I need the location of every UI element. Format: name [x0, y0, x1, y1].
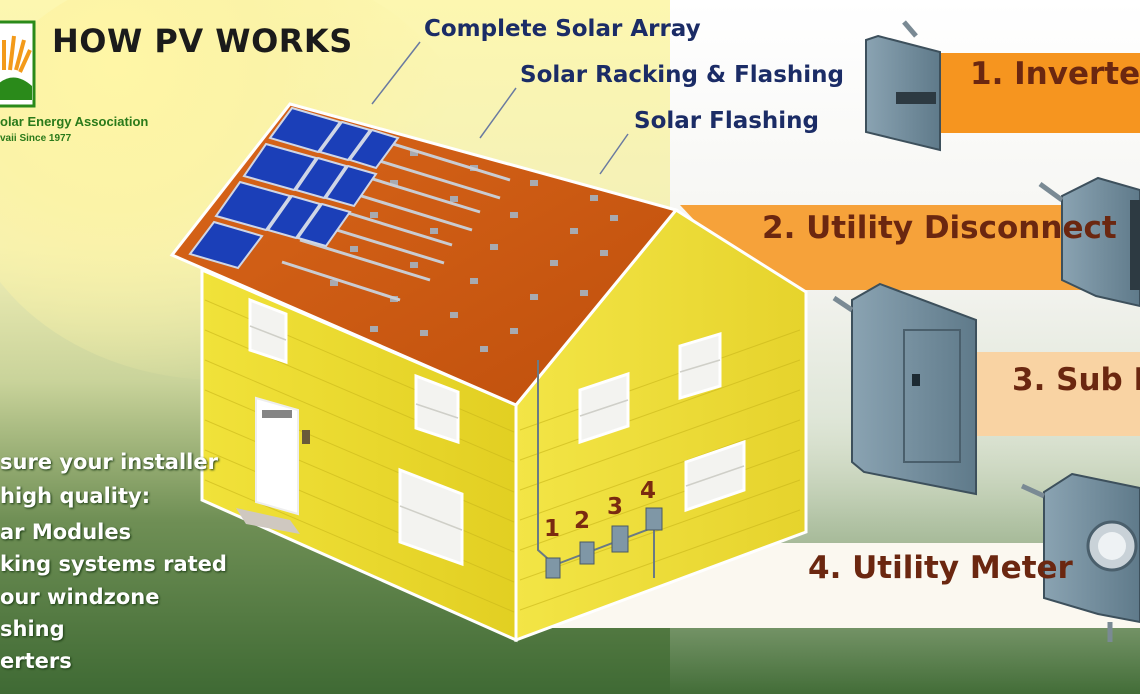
equipment-conduits — [832, 20, 1113, 642]
tip-line-1: sure your installer — [0, 450, 218, 474]
step-label-utility-disconnect: 2. Utility Disconnect — [762, 210, 1117, 246]
banner-utility-disconnect — [680, 205, 1140, 290]
step-label-sub-panel: 3. Sub Pa — [1012, 362, 1140, 398]
sub-panel-box — [851, 282, 977, 496]
association-logo — [0, 20, 36, 108]
tip-line-2: high quality: — [0, 484, 151, 508]
tip-line-5: our windzone — [0, 585, 160, 609]
house-number-2: 2 — [574, 508, 591, 534]
utility-meter-box — [1043, 472, 1140, 624]
house-number-4: 4 — [640, 478, 657, 504]
association-name: olar Energy Association — [0, 114, 149, 129]
banner-inverter — [940, 53, 1140, 133]
tip-line-6: shing — [0, 617, 65, 641]
house-number-1: 1 — [544, 516, 561, 542]
house-number-3: 3 — [607, 494, 624, 520]
utility-disconnect-box — [1061, 176, 1140, 308]
callout-solar-racking-flashing: Solar Racking & Flashing — [520, 62, 844, 88]
callout-lines — [371, 41, 629, 175]
inverter-box — [865, 34, 941, 152]
callout-complete-solar-array: Complete Solar Array — [424, 16, 701, 42]
step-label-inverter: 1. Inverter — [970, 56, 1140, 92]
page-title: HOW PV WORKS — [52, 22, 353, 60]
house — [169, 102, 808, 643]
association-since: vaii Since 1977 — [0, 133, 72, 144]
banner-sub-panel — [975, 352, 1140, 436]
tip-line-7: erters — [0, 649, 72, 673]
tip-line-4: king systems rated — [0, 552, 227, 576]
tip-line-3: ar Modules — [0, 520, 132, 544]
step-label-utility-meter: 4. Utility Meter — [808, 550, 1073, 586]
callout-solar-flashing: Solar Flashing — [634, 108, 820, 134]
